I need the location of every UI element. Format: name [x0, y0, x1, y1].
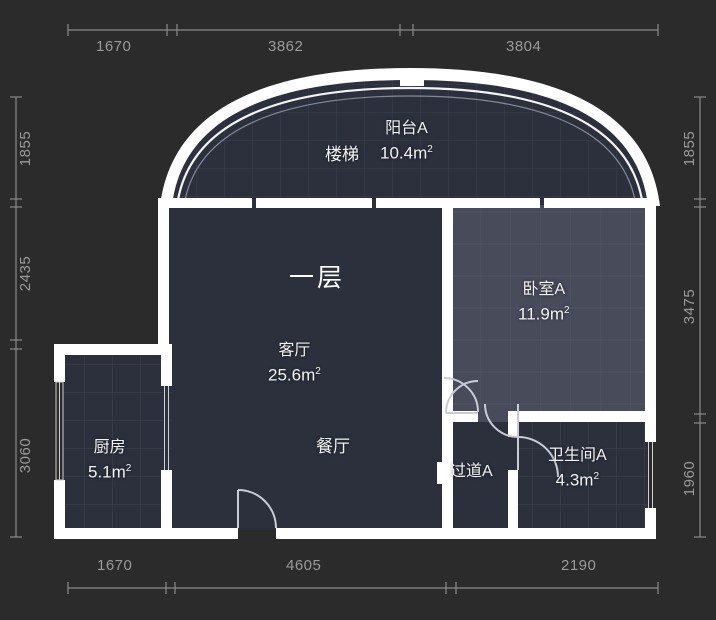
dim-top-3: 3804 — [506, 38, 542, 55]
wall-top-left-2 — [256, 198, 372, 208]
room-name-dining-room: 餐厅 — [316, 437, 350, 456]
wall-bottom-right — [444, 528, 656, 539]
wall-bottom-left — [166, 528, 238, 539]
entrance-door-gap — [238, 530, 276, 539]
room-name-living-room: 客厅 — [278, 342, 311, 359]
walls — [54, 68, 660, 539]
dim-bottom-3: 2190 — [561, 557, 597, 574]
balcony-railing-line — [175, 86, 645, 207]
room-label-balcony-a[interactable]: 阳台A 10.4m2 — [380, 118, 433, 165]
room-name-kitchen: 厨房 — [93, 439, 126, 456]
wall-bedroom-bottom-2 — [508, 411, 656, 422]
wall-kitchen-left-bottom — [54, 480, 65, 538]
kitchen-window — [55, 381, 64, 481]
wall-corridor-bath-bottom — [508, 470, 518, 539]
room-name-corridor-a: 过道A — [450, 463, 493, 480]
wall-post-corridor — [437, 462, 446, 484]
room-label-bathroom-a[interactable]: 卫生间A 4.3m2 — [548, 445, 607, 492]
door-swings — [237, 377, 559, 529]
page-title: 一层 — [289, 264, 346, 292]
bedroom-door-gap — [478, 413, 508, 422]
dim-left-1: 1855 — [17, 130, 35, 167]
wall-corridor-bath-top — [508, 411, 518, 437]
room-label-bedroom-a[interactable]: 卧室A 11.9m2 — [518, 279, 570, 326]
wall-right-mid — [645, 420, 656, 442]
room-area-bedroom-a: 11.9m2 — [518, 304, 570, 324]
dim-right-3: 1960 — [681, 460, 699, 497]
room-area-balcony-a: 10.4m2 — [380, 143, 433, 163]
wall-kitchen-left-top — [54, 344, 65, 382]
room-label-living-room[interactable]: 客厅 25.6m2 — [268, 340, 321, 387]
room-name-bathroom-a: 卫生间A — [548, 447, 607, 464]
dimension-rulers — [10, 24, 706, 594]
wall-kitchen-right-top — [161, 344, 172, 386]
wall-living-corridor — [442, 322, 453, 539]
bedroom-fill — [452, 205, 654, 417]
wall-bottom-mid — [276, 528, 448, 539]
room-name-stairs: 楼梯 — [325, 145, 359, 164]
wall-right-lower — [645, 508, 656, 539]
dim-right-2: 3475 — [681, 288, 699, 325]
wall-bedroom-bottom-1 — [442, 411, 478, 422]
room-label-kitchen[interactable]: 厨房 5.1m2 — [88, 437, 131, 484]
bathroom-door-gap — [510, 437, 517, 470]
wall-top-left — [160, 198, 252, 208]
dim-bottom-1: 1670 — [97, 557, 133, 574]
room-area-bathroom-a: 4.3m2 — [555, 470, 600, 490]
wall-bedroom-top-1 — [448, 198, 540, 208]
wall-kitchen-bottom — [54, 528, 172, 539]
room-name-bedroom-a: 卧室A — [522, 281, 566, 298]
room-label-dining-room[interactable]: 餐厅 — [316, 436, 350, 457]
wall-living-bedroom-upper — [442, 198, 453, 322]
room-area-kitchen: 5.1m2 — [88, 462, 132, 482]
kitchen-fill — [62, 350, 172, 535]
room-area-living-room: 25.6m2 — [268, 365, 321, 385]
dim-left-3: 3060 — [17, 437, 35, 474]
room-label-stairs[interactable]: 楼梯 — [325, 144, 359, 165]
dim-top-1: 1670 — [96, 38, 132, 55]
kitchen-door-opening — [163, 386, 170, 470]
dim-left-2: 2435 — [17, 255, 35, 292]
dim-right-1: 1855 — [681, 130, 699, 167]
bathroom-window — [647, 442, 654, 508]
wall-right-upper — [645, 198, 656, 420]
room-name-balcony-a: 阳台A — [385, 120, 428, 137]
balcony-apex-post — [400, 70, 424, 86]
wall-kitchen-right-bottom — [161, 470, 172, 539]
corridor-fill — [444, 417, 514, 535]
living-room-fill — [166, 205, 444, 535]
wall-bedroom-top-2 — [544, 198, 656, 208]
wall-left-upper — [158, 198, 169, 354]
balcony-railing-inner — [183, 95, 637, 207]
dim-top-2: 3862 — [268, 38, 304, 55]
dim-bottom-2: 4605 — [286, 557, 322, 574]
wall-kitchen-top — [54, 344, 169, 355]
room-label-corridor-a[interactable]: 过道A — [450, 461, 493, 482]
bathroom-fill — [514, 417, 654, 535]
wall-top-mid — [376, 198, 448, 208]
